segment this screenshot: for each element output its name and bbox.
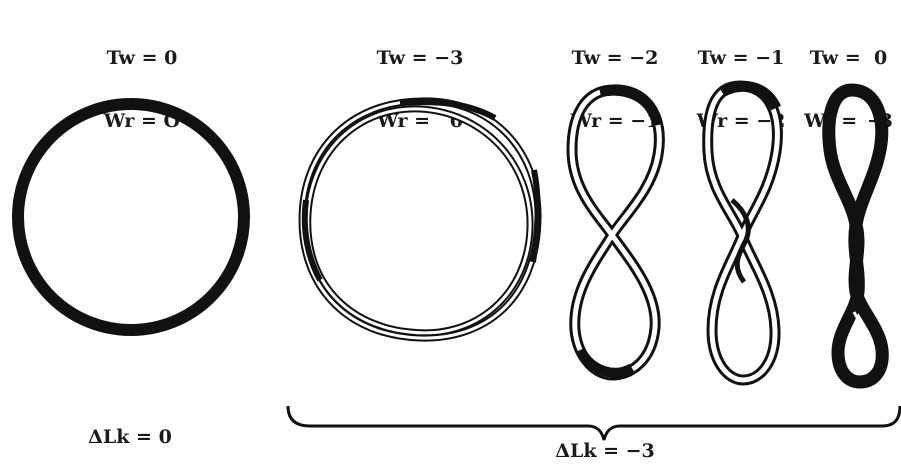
figure-eight-3-strand: [829, 90, 882, 382]
delta-lk-relaxed: ΔLk = 0: [70, 427, 190, 448]
figure-eight-1: [572, 90, 659, 375]
figure-eight-1-dark-top: [600, 91, 658, 125]
figure-eight-2: [708, 86, 778, 380]
delta-lk-supercoiled: ΔLk = −3: [540, 441, 670, 462]
twisted-crossing: [533, 170, 538, 262]
supercoil-brace: [288, 406, 900, 440]
figure-eight-1-inner: [572, 90, 659, 375]
twisted-circle: [302, 101, 538, 338]
figure-eight-2-inner: [708, 86, 778, 380]
relaxed-circle: [18, 104, 244, 330]
figure-eight-3: [829, 90, 882, 382]
